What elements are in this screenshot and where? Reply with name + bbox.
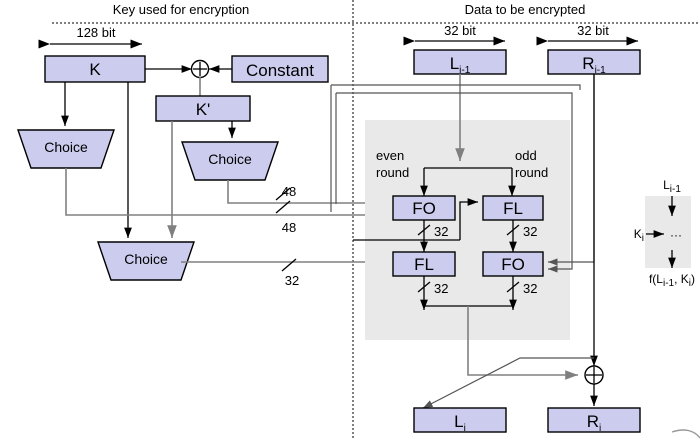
- choice-block-2-label: Choice: [208, 151, 252, 167]
- legend-ellipsis: ···: [670, 228, 682, 242]
- key-box-constant-label: Constant: [246, 61, 314, 80]
- block-fo-even-label: FO: [412, 199, 436, 218]
- data-box-r-output-label: Ri: [587, 412, 602, 434]
- bus-slash-fl-odd-out: [506, 224, 520, 236]
- wire-r-input-to-fo-odd-b: [336, 92, 573, 273]
- block-fl-odd-label: FL: [503, 199, 523, 218]
- data-box-l-output-label: Li: [454, 412, 466, 434]
- wire-routing-outer-rect: [331, 84, 581, 90]
- odd-round-label-line1: odd: [515, 148, 537, 163]
- key-box-kprime: [155, 95, 251, 122]
- wire-crossover-to-l-output: [422, 357, 594, 409]
- legend-input-label: Li-1: [663, 178, 681, 195]
- block-fo-odd: [482, 251, 544, 277]
- block-fl-odd: [482, 195, 544, 221]
- block-fo-even: [392, 195, 456, 221]
- data-box-l-input-label: Li-1: [450, 54, 471, 76]
- wire-f-output-to-xor: [467, 306, 578, 380]
- data-box-r-input: [547, 49, 641, 75]
- bus-label-fo-odd-out: 32: [523, 281, 537, 296]
- odd-round-label-line2: round: [515, 165, 548, 180]
- even-round-label-line1: even: [376, 148, 404, 163]
- bus-slash-48-top: [275, 187, 291, 201]
- choice-block-2: [181, 141, 279, 181]
- bus-label-32-key: 32: [285, 273, 299, 288]
- bus-slash-fo-even-out: [417, 224, 431, 236]
- choice-block-1-label: Choice: [44, 139, 88, 155]
- block-fl-even-label: FL: [414, 255, 434, 274]
- bus-slash-48-bottom: [275, 200, 291, 214]
- even-round-label-line2: round: [376, 165, 409, 180]
- legend-output-label: f(Li-1, Ki): [649, 272, 695, 289]
- header-data-section: Data to be encrypted: [465, 2, 586, 17]
- header-key-section: Key used for encryption: [113, 2, 250, 17]
- bus-label-fl-even-out: 32: [434, 281, 448, 296]
- dimension-label-left-half: 32 bit: [444, 23, 476, 38]
- bus-slash-32-key: [281, 258, 297, 272]
- bus-slash-fo-odd-out: [506, 281, 520, 293]
- bus-slash-fl-even-out: [417, 281, 431, 293]
- choice-block-3: [97, 241, 195, 281]
- round-function-region: [365, 120, 570, 340]
- wire-choice2-to-fo-48: [227, 180, 404, 208]
- bus-label-fl-odd-out: 32: [523, 224, 537, 239]
- bus-label-48-bottom: 48: [282, 220, 296, 235]
- block-fl-even: [392, 251, 456, 277]
- key-box-kprime-label: K': [196, 100, 211, 119]
- dimension-label-right-half: 32 bit: [577, 23, 609, 38]
- legend-function-region: [645, 196, 691, 268]
- legend-key-label: Ki: [634, 227, 644, 244]
- bus-label-48-top: 48: [282, 184, 296, 199]
- corner-artifact: [671, 429, 700, 439]
- data-box-l-output: [413, 407, 507, 433]
- wire-choice1-to-fo-48: [65, 168, 404, 220]
- block-fo-odd-label: FO: [501, 255, 525, 274]
- dimension-label-key: 128 bit: [76, 25, 115, 40]
- choice-block-1: [17, 129, 115, 169]
- choice-block-3-label: Choice: [124, 251, 168, 267]
- data-box-r-output: [547, 407, 641, 433]
- wire-fo-even-branch-to-fl-odd: [459, 198, 478, 240]
- data-box-r-input-label: Ri-1: [582, 54, 606, 76]
- bus-label-fo-even-out: 32: [434, 224, 448, 239]
- key-box-k-label: K: [89, 60, 101, 79]
